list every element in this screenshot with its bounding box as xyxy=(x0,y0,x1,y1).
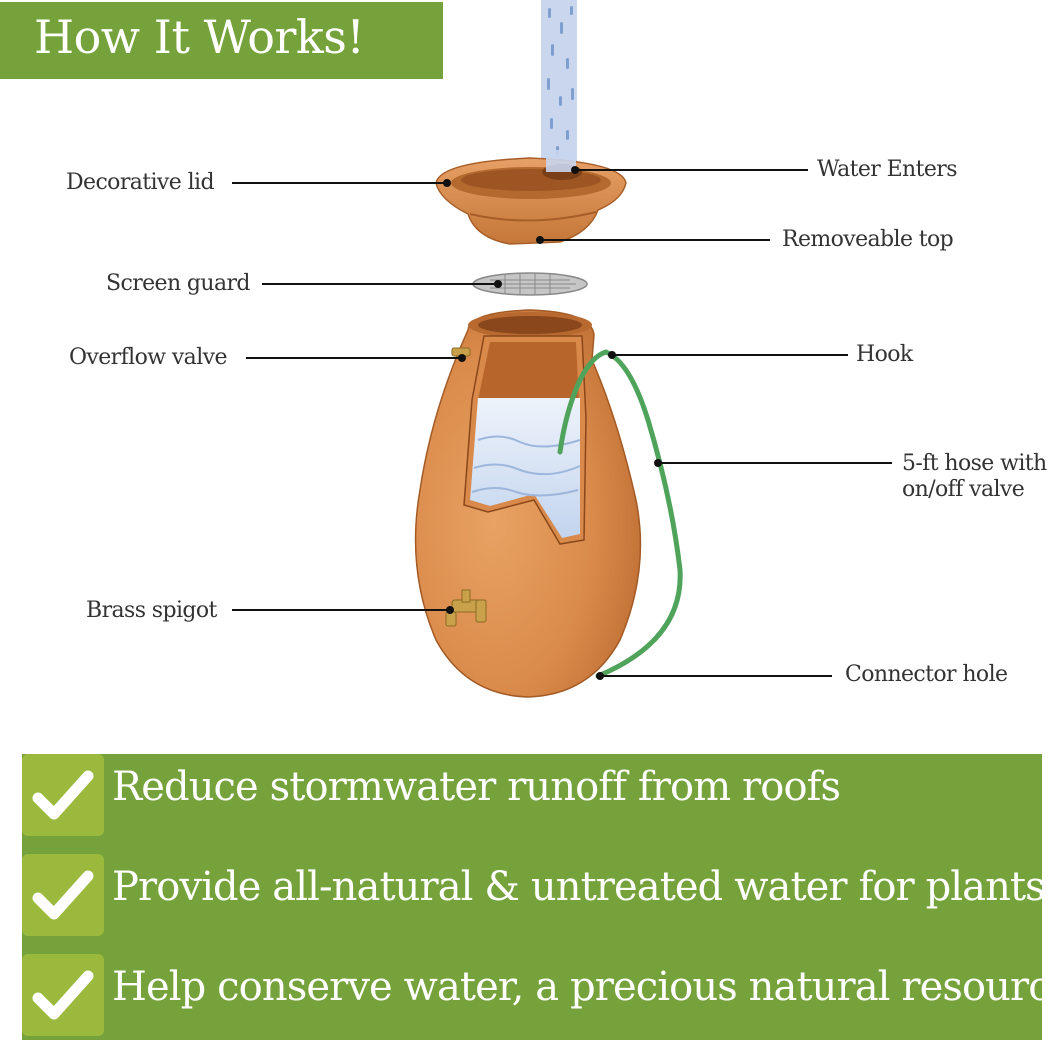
label-decorative-lid: Decorative lid xyxy=(66,170,215,195)
benefit-text: Provide all-natural & untreated water fo… xyxy=(112,864,1046,910)
brass-spigot-graphic xyxy=(445,589,487,627)
water-stream xyxy=(541,0,577,165)
rain-barrel-diagram xyxy=(232,0,892,698)
checkmark-icon xyxy=(22,854,104,936)
benefit-text: Help conserve water, a precious natural … xyxy=(112,964,1059,1010)
benefit-item: Help conserve water, a precious natural … xyxy=(22,954,1059,1040)
leader-lines xyxy=(232,169,892,677)
page-title: How It Works! xyxy=(34,10,365,64)
benefit-item: Reduce stormwater runoff from roofs xyxy=(22,754,1042,840)
label-removeable-top: Removeable top xyxy=(782,227,954,252)
screen-guard xyxy=(472,272,588,296)
header-banner: How It Works! xyxy=(0,2,443,79)
checkmark-icon xyxy=(22,754,104,836)
label-hook: Hook xyxy=(856,342,913,367)
label-hose-line1: 5-ft hose with xyxy=(902,451,1047,476)
checkmark-icon xyxy=(22,954,104,1036)
label-hose-line2: on/off valve xyxy=(902,477,1025,502)
decorative-lid xyxy=(435,150,627,245)
barrel-body xyxy=(414,309,642,698)
hose-graphic xyxy=(557,349,683,679)
label-connector-hole: Connector hole xyxy=(845,662,1008,687)
benefit-text: Reduce stormwater runoff from roofs xyxy=(112,764,841,810)
benefits-panel: Reduce stormwater runoff from roofs Prov… xyxy=(22,754,1059,1040)
label-water-enters: Water Enters xyxy=(817,157,957,182)
label-brass-spigot: Brass spigot xyxy=(86,598,217,623)
benefit-item: Provide all-natural & untreated water fo… xyxy=(22,854,1046,940)
label-overflow-valve: Overflow valve xyxy=(69,345,227,370)
label-screen-guard: Screen guard xyxy=(106,271,250,296)
